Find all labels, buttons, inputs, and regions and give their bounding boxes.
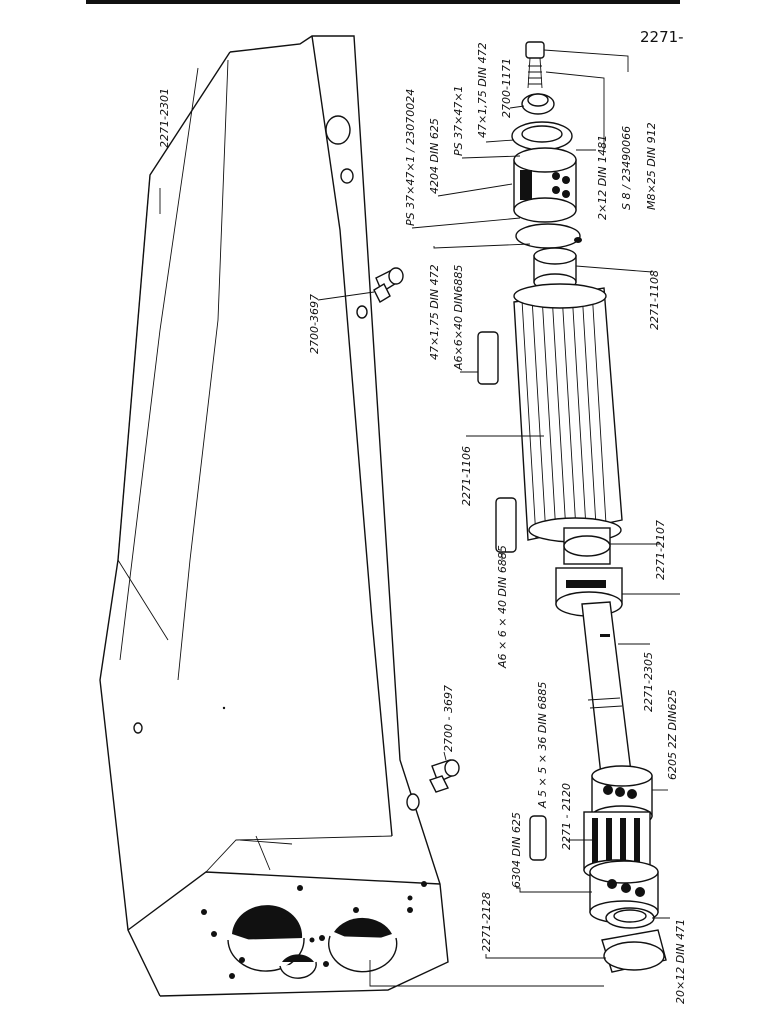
label-housing: 2271-2301 [158, 88, 171, 148]
ring-plate [511, 121, 573, 151]
dowel-pin-bottom [429, 759, 460, 793]
label-sleeve-2107: 2271-2107 [654, 520, 667, 580]
label-ring-bottom: 20×12 DIN 471 [674, 919, 687, 1004]
dowel-pin-top [373, 267, 404, 303]
shaft-2271-2305 [581, 601, 633, 785]
label-ring-lower: 47×1,75 DIN 472 [428, 264, 441, 360]
label-bearing-6304: 6304 DIN 625 [510, 812, 523, 888]
page-top-border [86, 0, 680, 4]
bolt-m8 [525, 41, 545, 89]
label-washer-s8: S 8 / 23490066 [620, 126, 633, 210]
page-number: 2271- [640, 28, 684, 46]
label-bearing-6205: 6205 2Z DIN625 [666, 690, 679, 780]
nut-2700-1171 [521, 93, 555, 115]
gearbox-housing [99, 35, 449, 997]
label-pin-top: 2700-3697 [308, 294, 321, 354]
label-circlip-small: 2×12 DIN 1481 [596, 135, 609, 220]
label-cap-2128: 2271-2128 [480, 892, 493, 952]
end-cap-2271-2128 [601, 929, 667, 973]
label-spacer-1108: 2271-1108 [648, 270, 661, 330]
bearing-4204 [513, 147, 577, 223]
key-middle [495, 497, 517, 553]
circlip-20 [605, 907, 655, 929]
label-nut: 2700-1171 [500, 58, 513, 118]
label-gear-2120: 2271 - 2120 [560, 783, 573, 850]
key-small [529, 815, 547, 861]
spacer-2271-1108 [533, 247, 577, 291]
label-ps-pack: PS 37×47×1 / 23070024 [404, 89, 417, 226]
splined-gear-shaft [513, 283, 623, 543]
label-key-middle: A6 × 6 × 40 DIN 6885 [496, 545, 509, 669]
circlip-47 [515, 223, 582, 249]
label-ring-175: 47×1,75 DIN 472 [476, 42, 489, 138]
label-shaft-2305: 2271-2305 [642, 652, 655, 712]
label-gear-shaft: 2271-1106 [460, 446, 473, 506]
label-pin-bottom: 2700 - 3697 [442, 685, 455, 752]
label-bolt: M8×25 DIN 912 [645, 122, 658, 210]
label-key-top: A6×6×40 DIN6885 [452, 265, 465, 371]
label-bearing-4204: 4204 DIN 625 [428, 118, 441, 194]
key-top [477, 331, 499, 385]
label-key-small: A 5 × 5 × 36 DIN 6885 [536, 682, 549, 809]
label-ps-single: PS 37×47×1 [452, 85, 465, 156]
